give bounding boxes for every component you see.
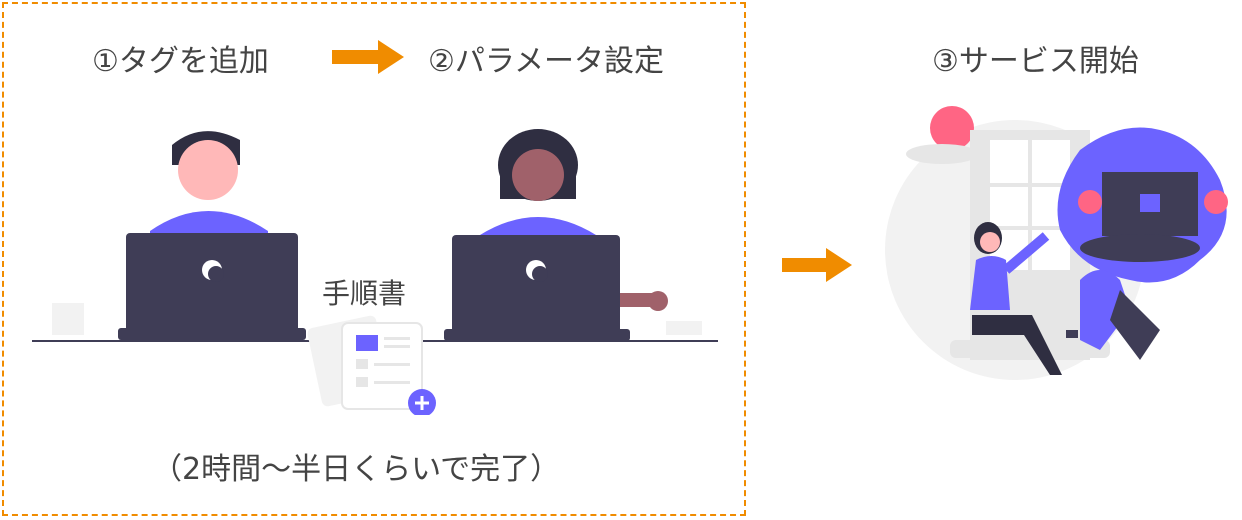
arrow-right-icon: [332, 40, 404, 74]
setup-steps-frame: [2, 2, 746, 516]
step-1-label: ①タグを追加: [92, 44, 269, 79]
step-3-label: ③サービス開始: [932, 44, 1139, 79]
arrow-right-icon: [782, 248, 852, 282]
step-2-label: ②パラメータ設定: [428, 44, 664, 79]
manual-label: 手順書: [322, 277, 407, 310]
laptop-workers-illustration: [32, 129, 718, 415]
duration-note: （2時間〜半日くらいで完了）: [152, 452, 561, 487]
service-start-illustration: [885, 106, 1228, 380]
